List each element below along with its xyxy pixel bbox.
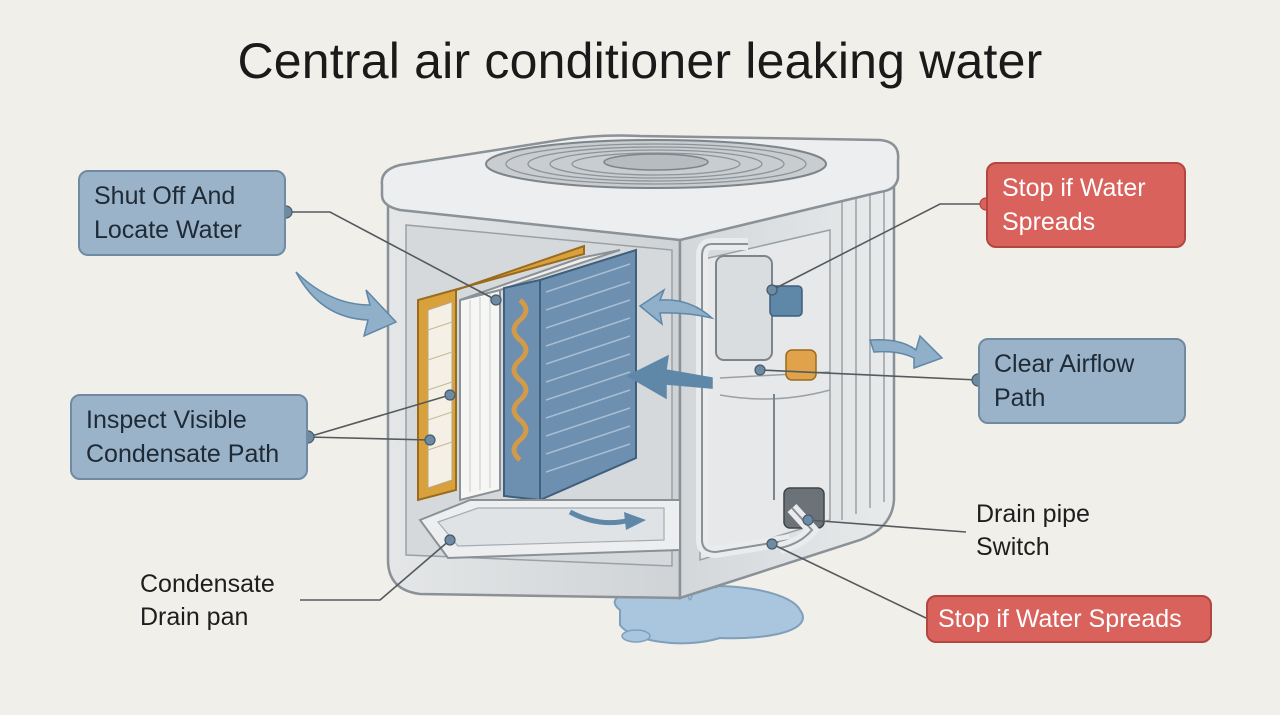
callout-stop-if-water-spreads-bottom: Stop if Water Spreads xyxy=(926,595,1212,643)
callout-line: Stop if Water Spreads xyxy=(938,605,1182,633)
callout-line: Condensate Path xyxy=(86,440,280,468)
callout-line: Spreads xyxy=(1002,208,1096,236)
airflow-arrows xyxy=(295,271,944,400)
callout-line: Shut Off And xyxy=(94,182,236,210)
ac-top-lid xyxy=(380,134,900,242)
evaporator-coil xyxy=(503,248,637,502)
callout-stop-if-water-spreads-top: Stop if Water Spreads xyxy=(986,162,1186,248)
leader-lines xyxy=(286,203,986,619)
callout-line: Stop if Water xyxy=(1002,174,1146,202)
callout-line: Inspect Visible xyxy=(86,406,247,434)
filter-panel xyxy=(459,249,621,502)
label-line: Condensate xyxy=(140,570,275,598)
callout-line: Path xyxy=(994,384,1046,412)
callout-line: Locate Water xyxy=(94,216,242,244)
diagram-title: Central air conditioner leaking water xyxy=(237,33,1043,89)
callout-line: Clear Airflow xyxy=(994,350,1135,378)
callout-clear-airflow-path: Clear Airflow Path xyxy=(978,338,1186,424)
callout-inspect-condensate-path: Inspect Visible Condensate Path xyxy=(70,394,308,480)
label-drain-pipe-switch: Drain pipe Switch xyxy=(976,498,1090,564)
label-line: Switch xyxy=(976,533,1050,561)
condensate-drain-pan xyxy=(418,499,681,560)
callout-shut-off-locate-water: Shut Off And Locate Water xyxy=(78,170,286,256)
label-line: Drain pipe xyxy=(976,500,1090,528)
label-line: Drain pan xyxy=(140,603,249,631)
label-condensate-drain-pan: Condensate Drain pan xyxy=(140,568,275,634)
